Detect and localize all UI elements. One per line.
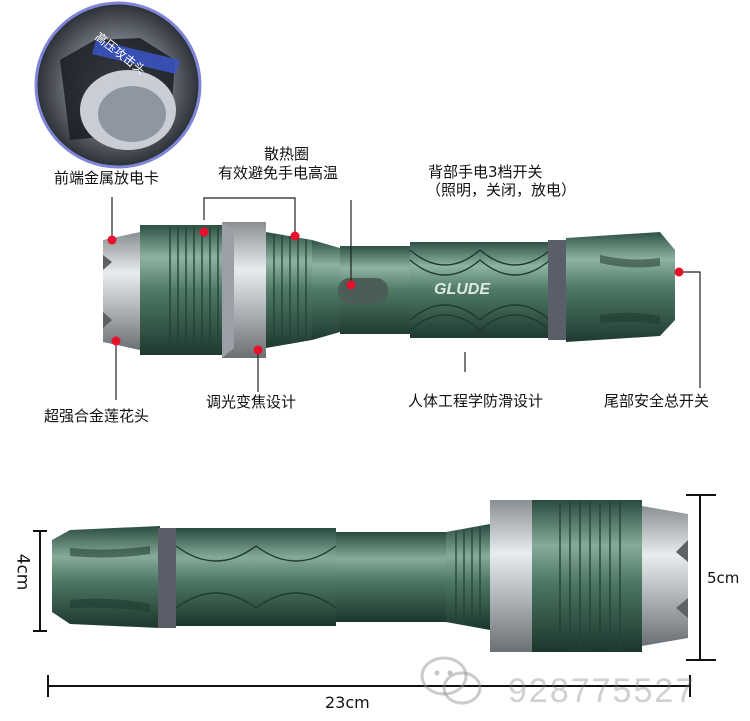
dimension-tail-diameter: 4cm xyxy=(12,553,33,591)
label-switch-title: 背部手电3档开关 xyxy=(428,163,543,181)
watermark-number: 928775527 xyxy=(508,672,697,710)
label-lotus-head: 超强合金莲花头 xyxy=(44,407,150,425)
label-ergonomic: 人体工程学防滑设计 xyxy=(408,392,544,410)
label-heatsink-title: 散热圈 xyxy=(264,145,310,163)
dimension-lines xyxy=(33,494,716,697)
wechat-icon xyxy=(420,656,482,705)
inset-closeup xyxy=(34,1,202,169)
label-switch-desc: （照明，关闭，放电） xyxy=(426,181,577,199)
dimension-head-diameter: 5cm xyxy=(707,569,740,587)
red-markers xyxy=(107,227,684,355)
flashlight-top xyxy=(103,222,675,358)
label-heatsink-desc: 有效避免手电高温 xyxy=(218,164,339,182)
flashlight-bottom xyxy=(52,500,688,652)
label-zoom: 调光变焦设计 xyxy=(206,393,297,411)
label-tail-switch: 尾部安全总开关 xyxy=(604,392,710,410)
label-front-card: 前端金属放电卡 xyxy=(54,169,160,187)
dimension-length: 23cm xyxy=(325,693,370,712)
leader-lines xyxy=(111,197,701,400)
brand-logo: GLUDE xyxy=(434,281,491,298)
